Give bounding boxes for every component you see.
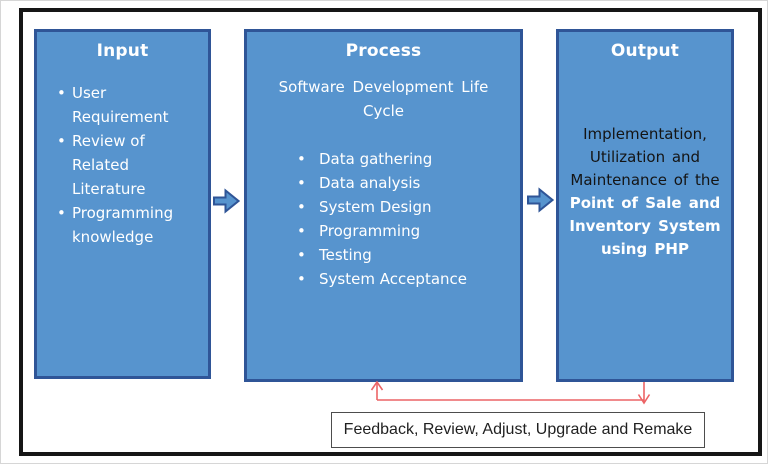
list-item: System Design (297, 195, 520, 219)
diagram-frame (19, 8, 762, 456)
list-item: User Requirement (57, 81, 208, 129)
flow-arrow-right-icon (527, 187, 554, 213)
input-box: Input User Requirement Review of Related… (34, 29, 211, 379)
feedback-box: Feedback, Review, Adjust, Upgrade and Re… (331, 412, 705, 448)
list-item: System Acceptance (297, 267, 520, 291)
output-box: Output Implementation, Utilization and M… (556, 29, 734, 382)
feedback-elbow-arrow-icon (370, 380, 651, 405)
process-subtitle: Software Development Life Cycle (278, 78, 489, 120)
output-text-dark: Implementation, Utilization and Maintena… (570, 125, 720, 189)
list-item: Data gathering (297, 147, 520, 171)
process-list: Data gathering Data analysis System Desi… (247, 147, 520, 291)
list-item: Programming knowledge (57, 201, 208, 249)
list-item: Data analysis (297, 171, 520, 195)
output-box-title: Output (610, 41, 680, 61)
feedback-label: Feedback, Review, Adjust, Upgrade and Re… (343, 421, 693, 438)
process-box: Process Software Development Life Cycle … (244, 29, 523, 382)
list-item: Review of Related Literature (57, 129, 208, 201)
flow-arrow-right-icon (213, 188, 240, 214)
input-box-title: Input (96, 41, 149, 61)
list-item: Testing (297, 243, 520, 267)
list-item: Programming (297, 219, 520, 243)
process-box-title: Process (345, 41, 422, 61)
output-text-bold: Point of Sale and Inventory System using… (569, 194, 721, 258)
input-list: User Requirement Review of Related Liter… (37, 81, 208, 249)
